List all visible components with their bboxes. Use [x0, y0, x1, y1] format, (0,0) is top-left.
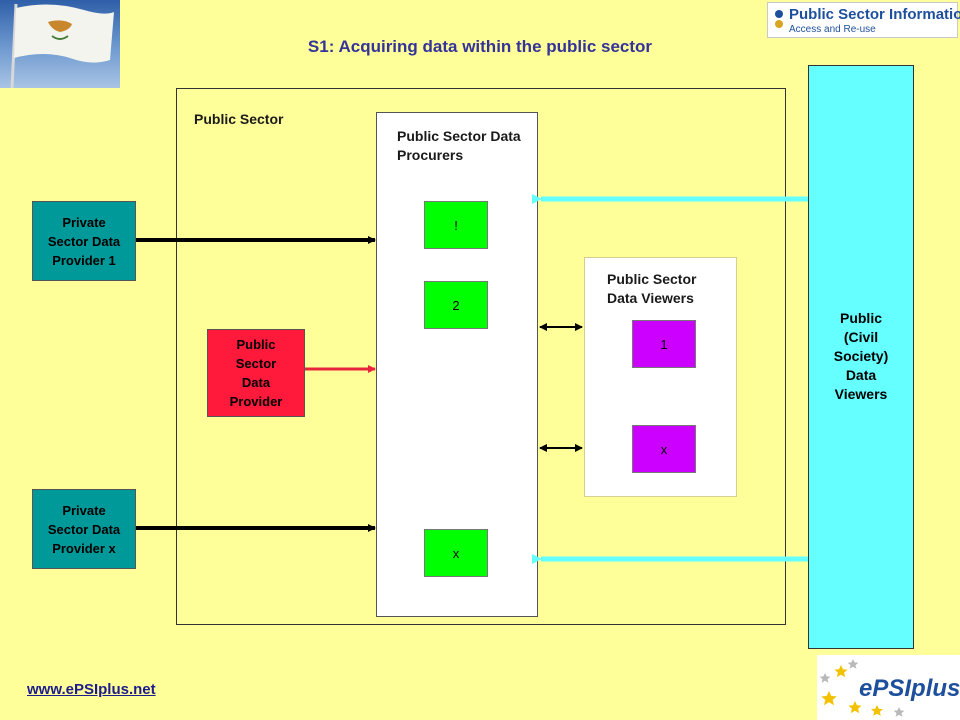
psi-logo-icon [775, 10, 783, 28]
private-provider-1: Private Sector Data Provider 1 [32, 201, 136, 281]
page-title: S1: Acquiring data within the public sec… [307, 37, 653, 56]
private-provider-x-label: Private Sector Data Provider x [47, 502, 121, 556]
epsiplus-link[interactable]: www.ePSIplus.net [27, 681, 156, 698]
civil-society-viewers: Public (Civil Society) Data Viewers [808, 65, 914, 649]
viewers-label: Public Sector Data Viewers [607, 271, 697, 306]
psi-logo-subtitle: Access and Re-use [789, 24, 876, 35]
procurer-item-2: 2 [424, 281, 488, 329]
procurer-item-x: x [424, 529, 488, 577]
public-sector-label: Public Sector [194, 111, 284, 127]
viewer-item-1: 1 [632, 320, 696, 368]
epsiplus-logo-text: ePSIplus [859, 675, 960, 702]
viewer-item-x: x [632, 425, 696, 473]
private-provider-x: Private Sector Data Provider x [32, 489, 136, 569]
epsiplus-logo: ePSIplus [817, 655, 960, 720]
civil-society-label: Public (Civil Society) Data Viewers [833, 310, 889, 402]
procurers-label: Public Sector Data Procurers [397, 128, 521, 163]
stars-icon [819, 659, 905, 717]
flag-image [0, 0, 120, 89]
public-provider-label: Public Sector Data Provider [229, 337, 283, 409]
private-provider-1-label: Private Sector Data Provider 1 [47, 214, 121, 268]
public-sector-frame [176, 88, 786, 625]
psi-logo: Public Sector Information Access and Re-… [767, 2, 960, 38]
public-provider: Public Sector Data Provider [207, 329, 305, 417]
procurer-item-1: ! [424, 201, 488, 249]
psi-logo-title: Public Sector Information [789, 6, 960, 23]
